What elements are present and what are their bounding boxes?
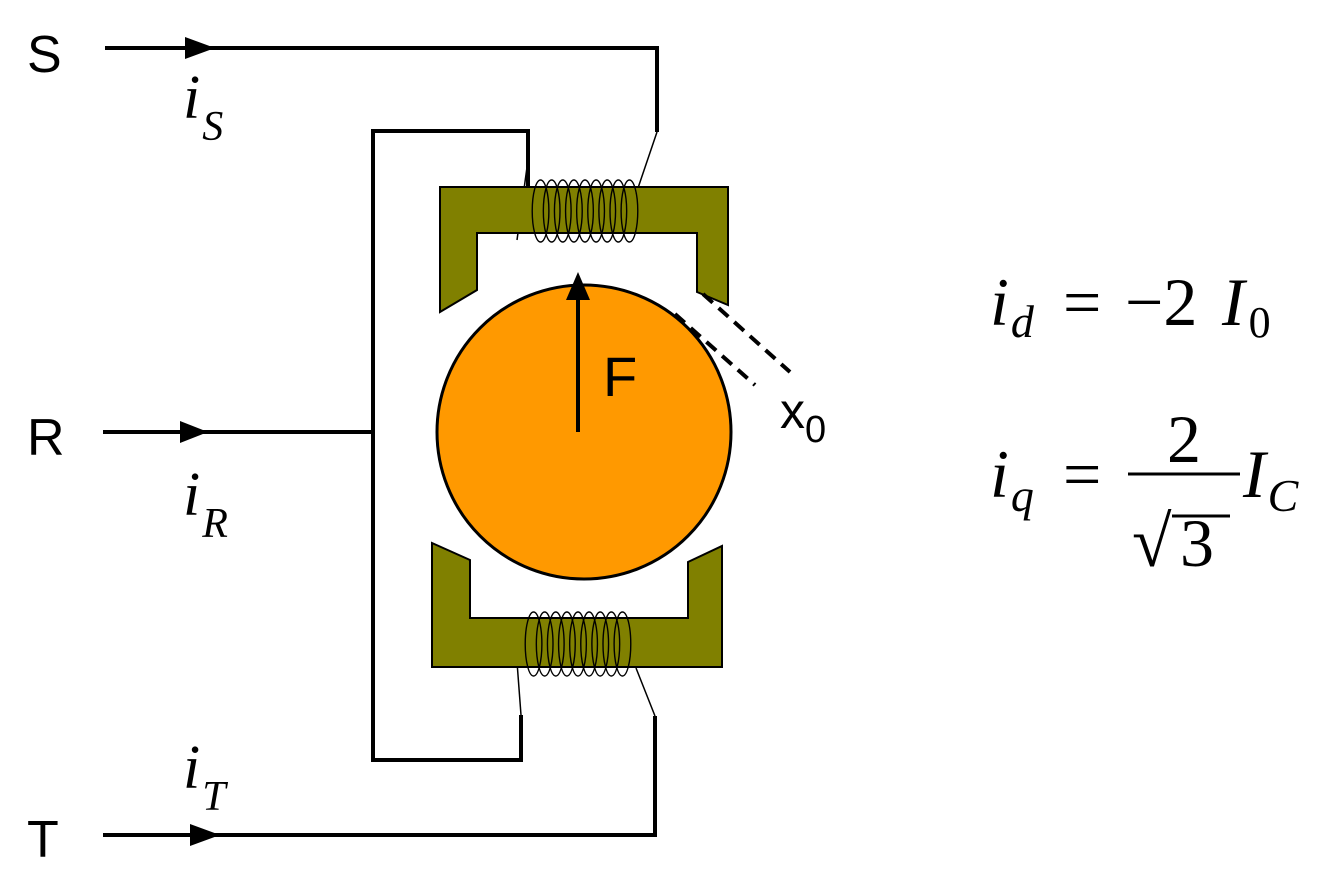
coil-turn bbox=[575, 179, 595, 243]
coil-turn bbox=[568, 611, 588, 677]
current-r-sub: R bbox=[201, 501, 228, 547]
eq-id-equals: = bbox=[1063, 264, 1101, 340]
eq-iq-radical: √ bbox=[1132, 502, 1172, 582]
equation-iq: iq = 2 √ 3 IC bbox=[990, 401, 1300, 582]
current-t-sub: T bbox=[202, 774, 228, 820]
coil-turn bbox=[524, 611, 543, 677]
gap-dash-inner bbox=[673, 312, 757, 387]
current-s-sub: S bbox=[202, 104, 223, 150]
coil-turn bbox=[557, 611, 576, 677]
equation-id: id = −2 I0 bbox=[990, 264, 1271, 347]
gap-label-main: x bbox=[780, 383, 805, 439]
eq-iq-rhs-sub: C bbox=[1268, 470, 1300, 521]
coil-turn bbox=[535, 611, 554, 677]
eq-iq-var: i bbox=[990, 436, 1009, 512]
current-r-label: iR bbox=[183, 461, 228, 547]
t-phase-wire bbox=[103, 716, 657, 837]
s-phase-wire bbox=[105, 46, 659, 132]
terminal-t-label: T bbox=[27, 811, 59, 869]
current-arrows bbox=[180, 37, 220, 846]
terminal-s-label: S bbox=[27, 26, 62, 84]
coil-turn bbox=[531, 179, 550, 243]
eq-id-rhs-sub: 0 bbox=[1249, 298, 1271, 347]
r-loop-wire bbox=[371, 129, 530, 762]
gap-dash-outer bbox=[701, 292, 792, 374]
gap-label-sub: 0 bbox=[805, 409, 826, 451]
coil-turn bbox=[542, 179, 561, 243]
eq-iq-numerator: 2 bbox=[1167, 401, 1201, 477]
coil-turn bbox=[620, 179, 639, 243]
eq-id-var-sub: d bbox=[1011, 296, 1035, 347]
coil-turn bbox=[564, 179, 583, 243]
coil-turn bbox=[553, 179, 572, 243]
bottom-stator-core bbox=[431, 541, 723, 668]
coil-turn bbox=[591, 611, 610, 677]
bottom-coil bbox=[524, 611, 632, 677]
force-arrow-head bbox=[566, 272, 590, 300]
coil-turn bbox=[613, 611, 632, 677]
s-coil-lead bbox=[637, 131, 658, 189]
svg-text:I0: I0 bbox=[1221, 264, 1271, 347]
eq-id-rhs-var: I bbox=[1221, 264, 1248, 340]
eq-iq-radicand: 3 bbox=[1180, 505, 1214, 581]
current-r-main: i bbox=[183, 461, 200, 529]
eq-iq-equals: = bbox=[1063, 436, 1101, 512]
coil-turn bbox=[580, 611, 599, 677]
force-label: F bbox=[603, 345, 637, 408]
top-stator-core bbox=[439, 186, 729, 314]
current-t-label: iT bbox=[183, 734, 228, 820]
eq-id-var: i bbox=[990, 264, 1009, 340]
t-current-arrow bbox=[190, 824, 220, 846]
terminal-r-label: R bbox=[27, 409, 65, 467]
svg-text:id: id bbox=[990, 264, 1035, 347]
svg-text:IC: IC bbox=[1242, 436, 1300, 521]
coil-turn bbox=[546, 611, 565, 677]
current-t-main: i bbox=[183, 734, 200, 802]
eq-id-rhs: −2 bbox=[1125, 264, 1197, 340]
coil-turn bbox=[602, 611, 621, 677]
rotor bbox=[435, 283, 733, 581]
coil-turn bbox=[609, 179, 628, 243]
coil-turn bbox=[587, 179, 606, 243]
svg-text:iq: iq bbox=[990, 436, 1034, 521]
r-current-arrow bbox=[180, 421, 208, 443]
eq-iq-var-sub: q bbox=[1011, 470, 1034, 521]
coil-turn bbox=[598, 179, 617, 243]
s-current-arrow bbox=[185, 37, 215, 59]
top-coil bbox=[531, 179, 639, 243]
current-s-main: i bbox=[183, 64, 200, 132]
t-coil-lead bbox=[635, 667, 656, 717]
eq-iq-rhs-var: I bbox=[1242, 436, 1269, 512]
wires bbox=[103, 46, 659, 837]
gap-label: x0 bbox=[780, 383, 826, 451]
current-s-label: iS bbox=[183, 64, 223, 150]
